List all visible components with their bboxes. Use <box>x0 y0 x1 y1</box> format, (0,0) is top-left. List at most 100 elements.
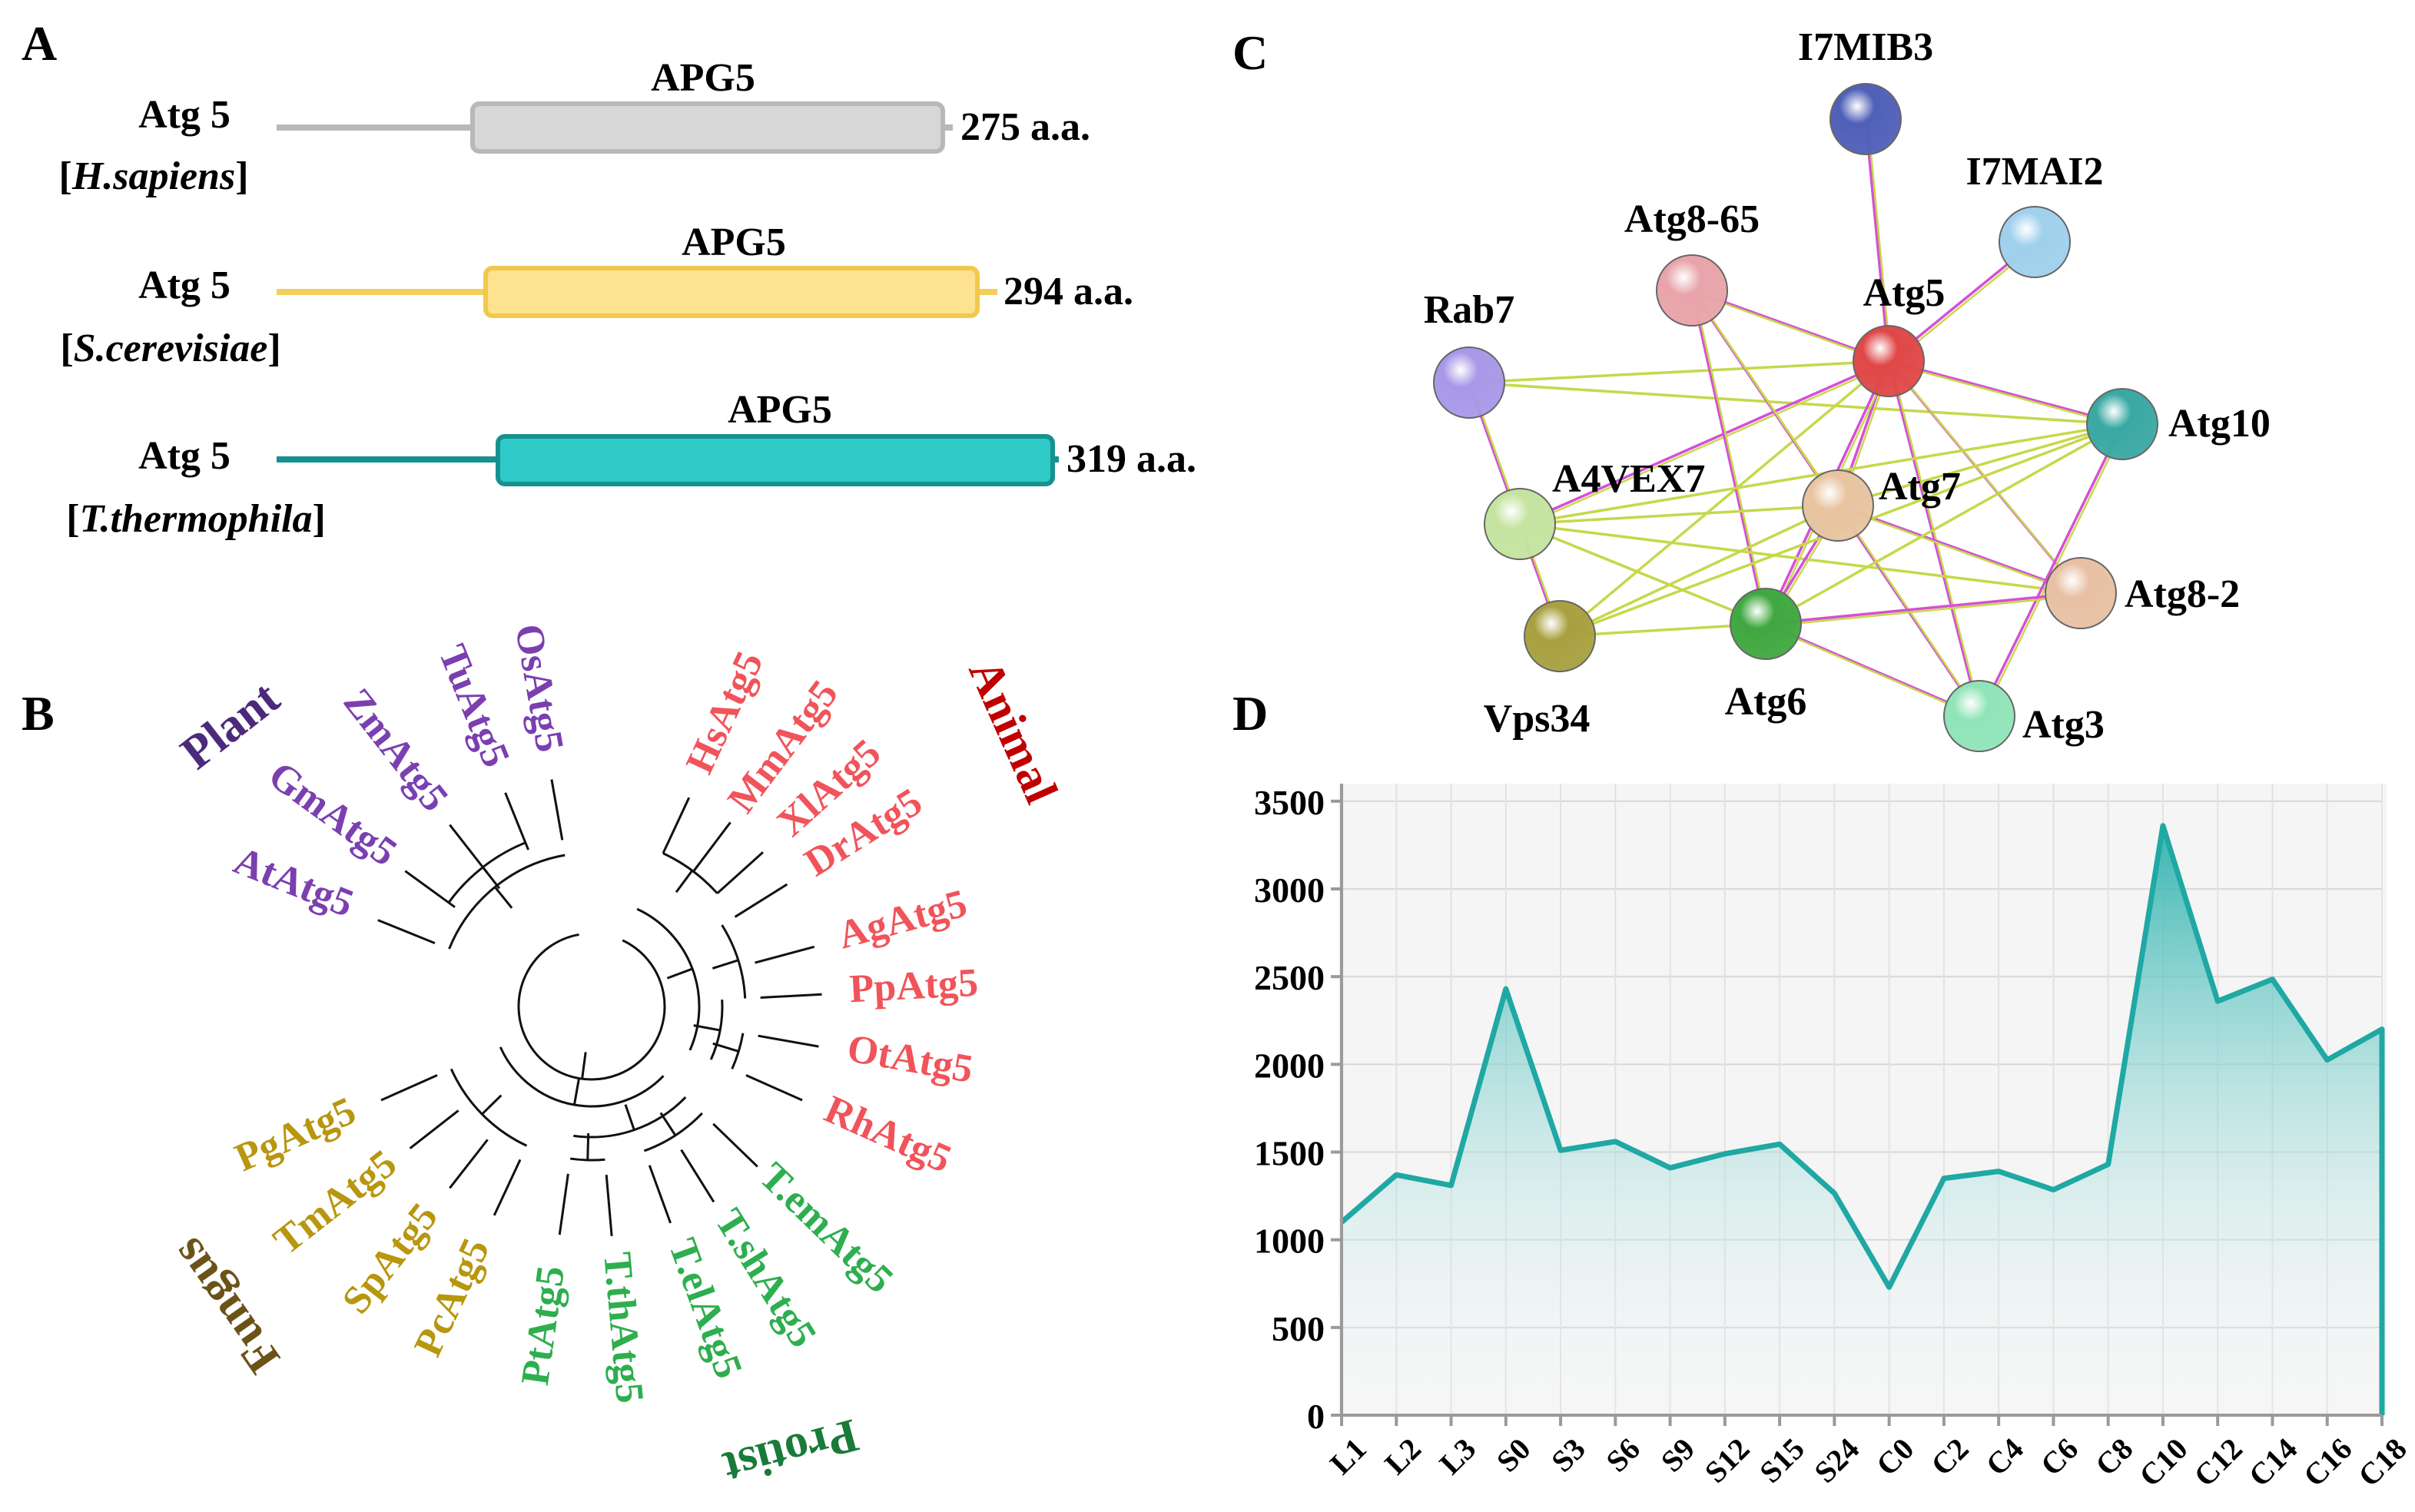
x-tick-label: L1 <box>1323 1431 1373 1481</box>
network-node <box>1999 206 2071 278</box>
phylogenetic-tree <box>377 779 822 1236</box>
tree-branch <box>380 1074 438 1102</box>
network-edge <box>1519 504 1839 526</box>
panel-b: B HsAtg5MmAtg5XlAtg5DrAtg5AgAtg5PpAtg5Ot… <box>22 621 1067 1494</box>
row-3-protein: Atg 5 <box>138 434 231 478</box>
x-tick-label: C6 <box>2034 1431 2085 1482</box>
tree-branch <box>712 1122 758 1168</box>
network-node <box>1484 488 1556 560</box>
network-node-label: I7MAI2 <box>1966 150 2103 194</box>
x-tick-label: C18 <box>2351 1431 2413 1494</box>
network-edge <box>1690 290 1767 625</box>
x-tick-label: C0 <box>1869 1431 1920 1482</box>
row-2-protein: Atg 5 <box>138 264 231 307</box>
network-edge <box>1837 423 2123 507</box>
row-2-species: [S.cerevisiae] <box>60 327 280 370</box>
tree-branch <box>716 851 764 894</box>
group-protist: Protist <box>718 1408 864 1494</box>
panel-label-a: A <box>22 16 57 71</box>
tree-leaf-label: RhAtg5 <box>818 1087 958 1182</box>
row-2-domain-label: APG5 <box>682 220 786 264</box>
group-fungus: Fungus <box>161 1229 290 1383</box>
network-node <box>1730 588 1802 660</box>
tree-branch <box>745 1074 803 1102</box>
row-3-apg5-domain <box>496 434 1055 486</box>
x-tick-label: C12 <box>2187 1431 2249 1494</box>
tree-branch <box>605 1175 613 1236</box>
row-2-species-name: S.cerevisiae <box>74 327 268 370</box>
network-edge <box>1767 594 2084 628</box>
row-1-apg5-domain <box>470 101 945 154</box>
domain-row-3: Atg 5 [T.thermophila] APG5 319 a.a. <box>66 388 1196 541</box>
tree-branch <box>558 1173 569 1235</box>
network-node-label: A4VEX7 <box>1552 457 1705 501</box>
network-node-label: Atg10 <box>2168 402 2271 446</box>
network-edge <box>1839 506 2084 597</box>
area-fill <box>1342 825 2382 1415</box>
series-line <box>1339 823 2385 1415</box>
y-tick-label: 2000 <box>1254 1046 1325 1085</box>
network-edge <box>1837 504 2082 595</box>
network-edge <box>1693 292 1770 627</box>
network-node <box>1853 325 1925 397</box>
tree-branch <box>666 967 693 980</box>
x-tick-label: C14 <box>2242 1431 2304 1494</box>
tree-clade-arc <box>517 933 666 1081</box>
tree-branch <box>449 1139 489 1189</box>
tree-branch <box>482 866 501 890</box>
network-edge <box>1521 362 1892 528</box>
tree-leaf-label: AgAtg5 <box>834 881 971 957</box>
network-node-label: Atg3 <box>2022 703 2105 747</box>
network-edge <box>1559 504 1839 638</box>
tree-branch <box>409 1109 459 1149</box>
tree-branch <box>692 821 731 873</box>
network-node <box>2086 388 2158 460</box>
network-edge <box>1890 363 2084 596</box>
tree-clade-arc <box>709 1000 724 1060</box>
row-3-species: [T.thermophila] <box>66 497 326 541</box>
tree-leaf-label: PgAtg5 <box>229 1089 363 1180</box>
tree-branch <box>760 993 822 999</box>
network-edge <box>1558 360 1890 638</box>
network-node <box>1524 600 1596 672</box>
tree-branch <box>504 792 529 850</box>
tree-branch <box>675 870 694 894</box>
row-1-length: 275 a.a. <box>960 105 1090 149</box>
tree-leaf-label: AtAtg5 <box>228 839 360 926</box>
network-node-label: Vps34 <box>1484 697 1591 741</box>
network-edge <box>1888 360 2123 426</box>
tree-branch <box>493 886 513 909</box>
tree-branch <box>481 1094 503 1116</box>
panel-label-c: C <box>1232 25 1268 80</box>
group-animal: Animal <box>958 652 1067 811</box>
network-node-label: Atg6 <box>1725 680 1807 724</box>
row-3-length: 319 a.a. <box>1067 437 1196 481</box>
panel-label-b: B <box>22 686 55 741</box>
group-plant: Plant <box>171 671 289 780</box>
network-edge <box>1864 118 1890 362</box>
network-node-label: Atg8-65 <box>1624 197 1760 241</box>
tree-leaf-label: PtAtg5 <box>513 1263 573 1388</box>
domain-row-2: Atg 5 [S.cerevisiae] APG5 294 a.a. <box>60 220 1133 370</box>
row-1-species: [H.sapiens] <box>58 154 248 198</box>
tree-branch <box>712 959 739 970</box>
tree-leaf-labels: HsAtg5MmAtg5XlAtg5DrAtg5AgAtg5PpAtg5OtAt… <box>228 621 980 1404</box>
y-tick-label: 3000 <box>1254 870 1325 910</box>
panel-c: C I7MIB3I7MAI2Atg8-65Atg5Rab7Atg10A4VEX7… <box>1232 25 2271 752</box>
network-edge <box>1765 423 2123 625</box>
network-node <box>1433 346 1505 419</box>
network-edge <box>1866 121 1893 364</box>
x-tick-label: C8 <box>2088 1431 2139 1482</box>
network-edge <box>1890 362 2125 428</box>
x-tick-label: L2 <box>1378 1431 1428 1481</box>
panel-label-d: D <box>1232 686 1268 741</box>
x-tick-label: S9 <box>1654 1431 1702 1479</box>
network-edge <box>1519 522 1766 625</box>
tree-branch <box>404 870 456 908</box>
tree-branch <box>734 883 788 918</box>
y-tick-label: 500 <box>1272 1309 1325 1348</box>
tree-clade-arc <box>662 852 718 894</box>
